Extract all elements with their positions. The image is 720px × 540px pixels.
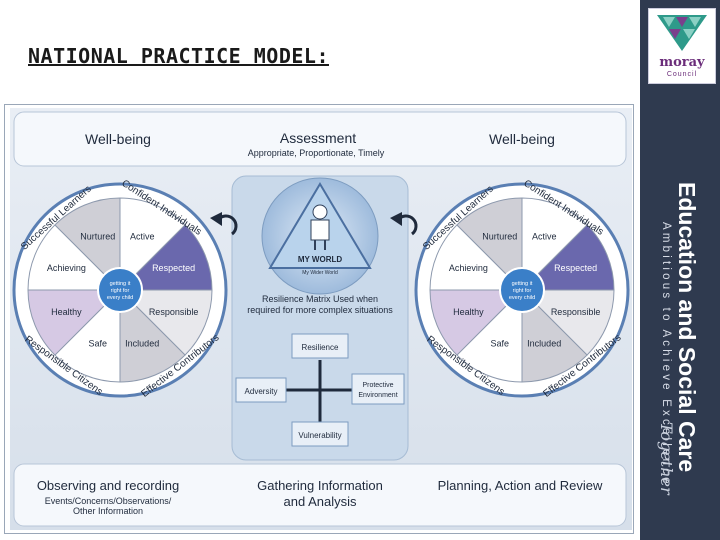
gathering-title-2: and Analysis — [284, 494, 357, 509]
wheel-right-segment — [429, 224, 524, 291]
top-banner — [13, 111, 627, 167]
council-logo: moray Council — [648, 8, 716, 84]
matrix-adversity: Adversity — [245, 387, 278, 396]
assessment-subtitle: Appropriate, Proportionate, Timely — [248, 148, 385, 158]
wheel-left-segment — [54, 197, 121, 292]
wheel-left-segment-label: Respected — [152, 263, 195, 273]
wellbeing-right-label: Well-being — [489, 131, 555, 147]
wheel-left-segment-label: Safe — [89, 339, 108, 349]
wheel-right-segment-label: Healthy — [453, 307, 484, 317]
cycle-arrow-left-icon — [210, 212, 238, 236]
wheel-left-segment — [54, 288, 121, 383]
wheel-right-segment-label: Safe — [491, 339, 510, 349]
wheel-right-segment — [521, 197, 588, 292]
resilience-caption-2: required for more complex situations — [247, 305, 393, 315]
wheel-left-segment-label: Nurtured — [80, 231, 115, 241]
gathering-title-1: Gathering Information — [257, 478, 383, 493]
wheel-left-segment — [119, 288, 186, 383]
wheel-left-segment — [27, 224, 122, 291]
wheel-left-segment — [119, 197, 186, 292]
my-world-label: MY WORLD — [298, 255, 343, 264]
wheel-left-hub-text: getting it — [110, 281, 131, 287]
wheel-right-segment-label: Nurtured — [482, 231, 517, 241]
resilience-caption-1: Resilience Matrix Used when — [262, 294, 378, 304]
wheel-right-hub-text: every child — [509, 295, 535, 301]
wheel-left-hub-text: every child — [107, 295, 133, 301]
my-wider-world-label: My Wider World — [302, 270, 338, 276]
wheel-right-segment — [429, 289, 524, 356]
practice-model-diagram: Well-being Assessment Appropriate, Propo… — [10, 108, 632, 530]
brand-side-panel — [640, 0, 720, 540]
observing-sub2: Other Information — [73, 506, 143, 516]
panel-title: Education and Social Care — [674, 182, 700, 473]
logo-emblem-icon — [657, 15, 707, 51]
planning-title: Planning, Action and Review — [438, 478, 603, 493]
wheel-right-hub-text: getting it — [512, 281, 533, 287]
matrix-resilience-box — [291, 333, 349, 359]
wheel-right-segment-label: Respected — [554, 263, 597, 273]
cycle-arrow-right-icon — [390, 212, 418, 236]
wheel-left-segment-label: Included — [125, 339, 159, 349]
wheel-right-segment-label: Responsible — [551, 307, 601, 317]
wheel-left-segment-label: Healthy — [51, 307, 82, 317]
wheel-right-segment — [456, 197, 523, 292]
panel-signature: Together — [657, 422, 676, 495]
matrix-protective-2: Environment — [358, 392, 397, 399]
wheel-right-hub-text: right for — [513, 288, 532, 294]
wheel-right-segment-label: Active — [532, 231, 557, 241]
wheel-right-segment-label: Achieving — [449, 263, 488, 273]
wheel-right-segment — [520, 224, 615, 291]
wheel-left-segment-label: Responsible — [149, 307, 199, 317]
matrix-protective-box — [351, 373, 405, 405]
observing-sub1: Events/Concerns/Observations/ — [45, 496, 172, 506]
matrix-vulnerability-box — [291, 421, 349, 447]
wheel-left-hub-text: right for — [111, 288, 130, 294]
wheel-left-segment — [118, 289, 213, 356]
wheel-right-segment — [456, 288, 523, 383]
wheel-right-segment — [520, 289, 615, 356]
slide-title: NATIONAL PRACTICE MODEL: — [28, 44, 329, 68]
wheel-right-segment-label: Included — [527, 339, 561, 349]
matrix-protective-1: Protective — [362, 382, 393, 389]
wheel-left-hub — [97, 267, 143, 313]
matrix-vulnerability: Vulnerability — [298, 431, 341, 440]
observing-title: Observing and recording — [37, 478, 179, 493]
wheel-left-segment — [118, 224, 213, 291]
wheel-left-segment — [27, 289, 122, 356]
bottom-banner — [13, 463, 627, 527]
wheel-left-segment-label: Achieving — [47, 263, 86, 273]
matrix-adversity-box — [235, 377, 287, 403]
wellbeing-left-label: Well-being — [85, 131, 151, 147]
logo-subtitle: Council — [666, 71, 698, 78]
wheel-left-segment-label: Active — [130, 231, 155, 241]
matrix-resilience: Resilience — [302, 343, 339, 352]
logo-wordmark: moray — [659, 55, 705, 70]
diagram-frame — [4, 104, 634, 534]
child-figure-icon — [310, 204, 330, 250]
assessment-title: Assessment — [280, 130, 356, 146]
wheel-right-segment — [521, 288, 588, 383]
resilience-matrix: Resilience Adversity Protective Environm… — [235, 333, 405, 447]
wheel-right-hub — [499, 267, 545, 313]
